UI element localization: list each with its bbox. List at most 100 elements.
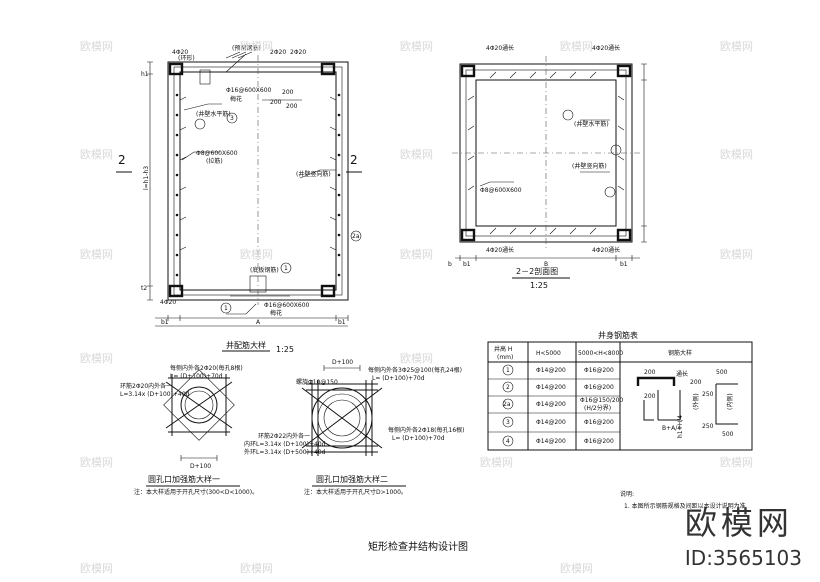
svg-text:欧模网: 欧模网 [480, 456, 513, 469]
plan-corner-bar-bottom: 4Φ20 [160, 299, 176, 306]
detail1-ring-bar: 环筋2Φ20内外各一 [120, 382, 172, 390]
section-dim-b1r: b1 [620, 261, 628, 268]
sketch-d250a: 250 [702, 391, 714, 398]
svg-text:欧模网: 欧模网 [560, 40, 593, 53]
svg-text:欧模网: 欧模网 [80, 352, 113, 365]
plan-mesh3-note: 梅花 [270, 309, 282, 317]
table-header-0a: 井高 H [494, 345, 512, 353]
svg-text:欧模网: 欧模网 [80, 40, 113, 53]
plan-mesh3: Φ16@600X600 [264, 302, 310, 309]
sketch-d250b: 250 [702, 423, 714, 430]
section-dim-b1: b1 [463, 261, 471, 268]
plan-circle-1: 1 [284, 265, 288, 272]
plan-rebar-dots [175, 93, 341, 277]
plan-dim-t2: t2 [141, 285, 147, 292]
detail1-drawing [163, 369, 235, 461]
section-view [452, 56, 647, 261]
drawing-title: 矩形检查井结构设计图 [368, 540, 468, 553]
svg-text:欧模网: 欧模网 [720, 148, 753, 161]
plan-corner-bar3: 2Φ20 [290, 49, 306, 56]
detail1-title: 圆孔口加强筋大样一 [148, 474, 220, 484]
sketch-d200c: 200 [644, 393, 656, 400]
detail2-diag-formula: L= (D+100)+70d [392, 435, 445, 442]
table-row-id: 1 [506, 367, 510, 374]
plan-corner-bar2: 2Φ20 [270, 49, 286, 56]
plan-dim-A: A [256, 319, 261, 326]
plan-vert-bar: (井壁竖向筋) [296, 170, 331, 178]
table-cell: Φ14@200 [536, 438, 566, 445]
sketch-d500a: 500 [716, 369, 728, 376]
detail2-title: 圆孔口加强筋大样二 [316, 474, 388, 484]
svg-text:欧模网: 欧模网 [560, 562, 593, 575]
table-cell: Φ14@200 [536, 367, 566, 374]
plan-mesh2: Φ8@600X600 [196, 150, 238, 157]
plan-top-note2: (预留钢筋) [232, 44, 261, 52]
detail1-formula1: L= (D+100)+70d [170, 373, 223, 380]
plan-top-note1: (环形) [178, 54, 195, 62]
table-cell: Φ16@200 [584, 367, 614, 374]
svg-text:欧模网: 欧模网 [720, 248, 753, 261]
section-dim-b: b [448, 261, 452, 268]
table-title: 井身钢筋表 [598, 330, 638, 340]
sketch-label-a: h1+H/4 [677, 415, 684, 438]
svg-text:欧模网: 欧模网 [720, 40, 753, 53]
plan-section-mark-right: 2 [350, 153, 358, 167]
plan-dim-b1: b1 [161, 319, 169, 326]
sketch-tongchang: 通长 [676, 370, 688, 378]
plan-circle-2a: 2a [352, 233, 360, 240]
svg-text:欧模网: 欧模网 [80, 562, 113, 575]
plan-dim200c: 200 [286, 103, 298, 110]
plan-dim-h1: h1 [141, 71, 149, 78]
table-row-id: 2a [503, 401, 511, 408]
table-header-3: 钢筋大样 [668, 349, 692, 357]
svg-text:欧模网: 欧模网 [240, 40, 273, 53]
sketch-label-b: B+A/4 [662, 425, 681, 432]
section-bottom-bar-r: 4Φ20通长 [592, 246, 620, 254]
sketch-d200a: 200 [644, 369, 656, 376]
plan-level-bar: (井壁水平筋) [196, 110, 231, 118]
plan-bottom-bar: (底板钢筋) [250, 266, 279, 274]
detail2-diag: 每侧内外各2Φ18(每孔16根) [388, 426, 465, 434]
table-row-id: 4 [506, 438, 510, 445]
detail2-spiral: 螺旋Φ10@150 [296, 378, 338, 386]
table-cell: Φ16@150/200 [580, 397, 623, 404]
detail2-note: 注：本大样适用于开孔尺寸D>1000。 [304, 488, 407, 496]
svg-text:欧模网: 欧模网 [80, 248, 113, 261]
table-cell: Φ14@200 [536, 419, 566, 426]
table-header-0b: (mm) [497, 354, 513, 361]
plan-mesh1: Φ16@600X600 [226, 87, 272, 94]
svg-text:欧模网: 欧模网 [400, 352, 433, 365]
plan-mesh1-note: 梅花 [230, 95, 242, 103]
table-header-2: 5000<H<8000 [578, 350, 623, 357]
detail2-note-top: 每侧内外各3Φ25@100(每孔24根) [368, 366, 462, 374]
svg-text:欧模网: 欧模网 [240, 248, 273, 261]
plan-section-mark-left: 2 [118, 153, 126, 167]
sketch-d200b: 200 [690, 379, 702, 386]
sketch-d500b: 500 [722, 431, 734, 438]
table-row-id: 3 [506, 419, 510, 426]
plan-scale: 1:25 [276, 345, 294, 354]
detail2-ring-bar: 环筋2Φ22内外各一 [258, 432, 310, 440]
notes-heading: 说明: [620, 490, 634, 498]
rebar-table-grid [487, 341, 753, 451]
detail1-note-top: 每侧内外各2Φ20(每孔8根) [170, 364, 243, 372]
detail2-dim: D+100 [332, 359, 353, 366]
svg-text:欧模网: 欧模网 [80, 456, 113, 469]
svg-text:欧模网: 欧模网 [400, 40, 433, 53]
section-top-bar-r: 4Φ20通长 [592, 44, 620, 52]
detail2-outer: 外环L=3.14x (D+500)+40d [244, 448, 326, 456]
plan-title: 井配筋大样 [226, 340, 266, 350]
section-bottom-bar: 4Φ20通长 [486, 246, 514, 254]
table-cell: Φ14@200 [536, 384, 566, 391]
section-top-bar: 4Φ20通长 [486, 44, 514, 52]
section-level-bar: (井壁水平筋) [574, 120, 609, 128]
plan-corner-bar: 4Φ20 [172, 49, 188, 56]
plan-mesh2-note: (拉筋) [206, 157, 223, 165]
table-cell: Φ16@200 [584, 438, 614, 445]
detail2-drawing [301, 365, 383, 456]
plan-dim200b: 200 [270, 99, 282, 106]
plan-view [116, 51, 362, 327]
sketch-wall2: (内侧) [726, 393, 734, 410]
brand-name: 欧模网 [684, 504, 793, 542]
